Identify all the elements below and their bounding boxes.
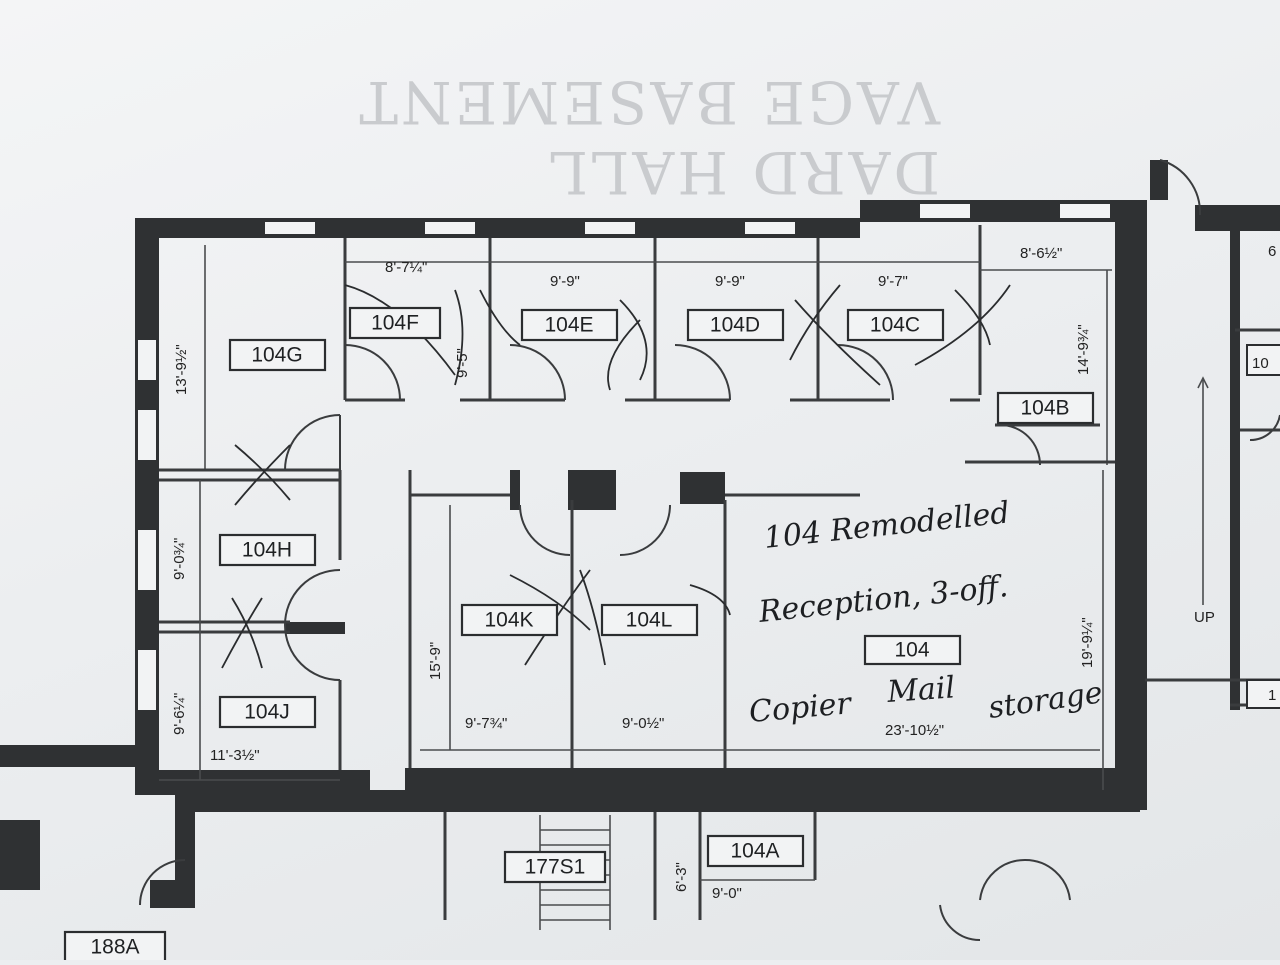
dim-104J-width: 11'-3½": [210, 747, 260, 764]
edge-label-2: 10: [1252, 355, 1269, 372]
room-tag-104G: 104G: [228, 338, 327, 372]
svg-text:177S1: 177S1: [525, 856, 586, 879]
room-tag-188A: 188A: [63, 930, 167, 964]
svg-text:104D: 104D: [710, 314, 760, 337]
svg-text:104A: 104A: [730, 840, 779, 863]
dim-104K-height: 15'-9": [427, 642, 444, 680]
note-mail: Mail: [885, 670, 956, 710]
dim-104C-width: 9'-7": [878, 273, 908, 290]
dim-104A-width: 9'-0": [712, 885, 742, 902]
room-tag-104E: 104E: [520, 308, 619, 342]
room-tag-104F: 104F: [348, 306, 442, 340]
edge-label-3: 1: [1268, 687, 1276, 704]
door-swings: [139, 159, 1280, 942]
svg-text:104L: 104L: [626, 609, 673, 632]
dim-104-width: 23'-10½": [885, 722, 944, 739]
bleed-through-text-1: VAGE BASEMENT: [356, 68, 941, 136]
room-tag-104B: 104B: [996, 391, 1095, 425]
dimension-labels: 8'-7¼" 9'-5" 9'-9" 9'-9" 9'-7" 8'-6½" 14…: [171, 245, 1096, 902]
room-tag-104C: 104C: [846, 308, 945, 342]
svg-text:188A: 188A: [90, 936, 139, 959]
svg-text:104B: 104B: [1020, 397, 1069, 420]
dim-104D-width: 9'-9": [715, 273, 745, 290]
edge-labels: UP 6 10 1: [1194, 243, 1280, 709]
windows: [138, 204, 1110, 710]
exterior-walls: [0, 160, 1280, 908]
dim-104F-height: 9'-5": [454, 348, 471, 378]
svg-text:104F: 104F: [371, 312, 419, 335]
note-copier: Copier: [748, 686, 854, 730]
note-storage: storage: [986, 675, 1104, 726]
svg-text:104H: 104H: [242, 539, 292, 562]
dim-104E-width: 9'-9": [550, 273, 580, 290]
room-tag-104A: 104A: [706, 834, 805, 868]
svg-text:104G: 104G: [251, 344, 302, 367]
note-reception: Reception, 3-off.: [756, 569, 1010, 630]
room-tag-104L: 104L: [600, 603, 699, 637]
svg-text:104C: 104C: [870, 314, 920, 337]
edge-label-1: 6: [1268, 243, 1276, 260]
handwritten-notes: 104 Remodelled Reception, 3-off. Copier …: [748, 495, 1105, 730]
dim-104B-height: 14'-9¾": [1075, 324, 1092, 375]
dim-104L-width: 9'-0½": [622, 715, 664, 732]
stair-up-label: UP: [1194, 609, 1215, 626]
note-remodelled: 104 Remodelled: [762, 495, 1011, 556]
svg-text:104: 104: [894, 639, 929, 662]
dim-104A-height: 6'-3": [673, 862, 690, 892]
dim-104J-height: 9'-6¼": [171, 693, 188, 735]
dim-104-height: 19'-9¼": [1079, 617, 1096, 668]
svg-text:104E: 104E: [544, 314, 593, 337]
dim-104F-width: 8'-7¼": [385, 259, 427, 276]
room-tag-104H: 104H: [218, 533, 317, 567]
bleed-through-text-2: DARD HALL: [547, 138, 941, 206]
dim-104H-height: 9'-0¾": [171, 538, 188, 580]
svg-text:104J: 104J: [244, 701, 290, 724]
room-tag-177S1: 177S1: [503, 850, 607, 884]
room-tag-104D: 104D: [686, 308, 785, 342]
dim-104B-width: 8'-6½": [1020, 245, 1062, 262]
dim-104K-width: 9'-7¾": [465, 715, 507, 732]
room-tag-104K: 104K: [460, 603, 559, 637]
dim-104G-height: 13'-9½": [173, 344, 190, 395]
room-tag-104J: 104J: [218, 695, 317, 729]
svg-text:104K: 104K: [484, 609, 533, 632]
room-tag-104: 104: [863, 634, 962, 666]
